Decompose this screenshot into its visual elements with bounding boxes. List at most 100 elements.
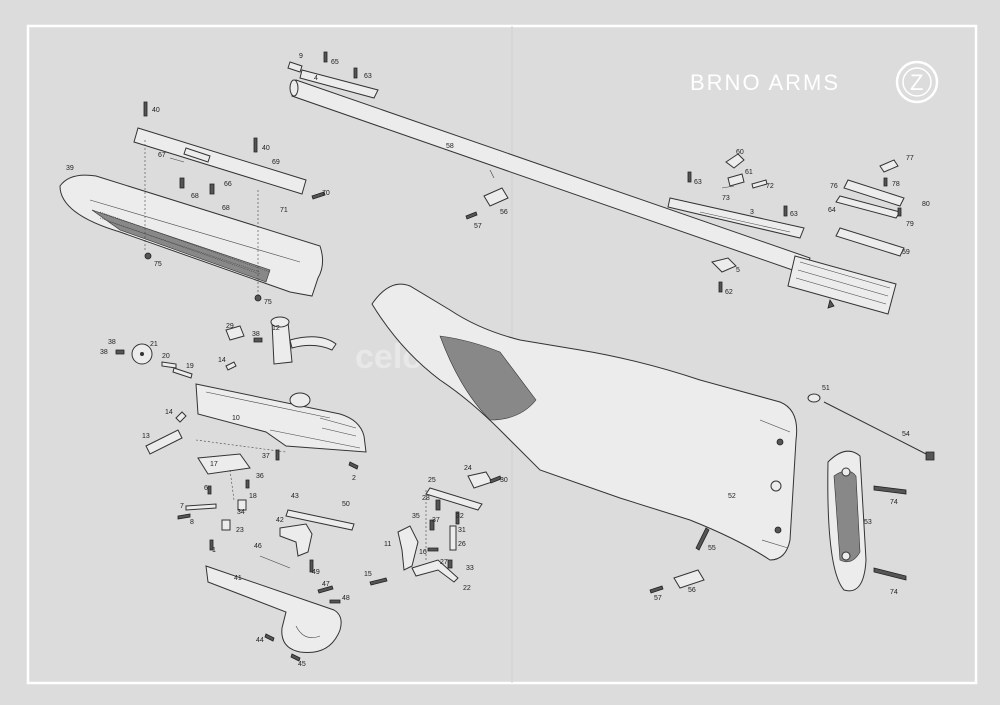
label-4: 4 [314,75,318,82]
bolt-handle [270,316,337,365]
label-7: 7 [180,503,184,510]
label-9: 9 [299,53,303,60]
label-8: 8 [190,519,194,526]
label-43: 43 [291,493,299,500]
rear-sight [721,153,768,189]
label-75a: 75 [154,261,162,268]
label-51: 51 [822,385,830,392]
label-32: 32 [456,513,464,520]
label-27: 27 [440,559,448,566]
label-12: 12 [272,325,280,332]
label-61: 61 [745,169,753,176]
label-25: 25 [428,477,436,484]
label-14b: 14 [165,409,173,416]
svg-text:Z: Z [910,70,925,95]
label-40b: 40 [262,145,270,152]
label-17: 17 [210,461,218,468]
barrel-swivel-base [711,257,737,293]
label-54: 54 [902,431,910,438]
forend [59,174,324,297]
label-40a: 40 [152,107,160,114]
label-18: 18 [249,493,257,500]
label-58: 58 [446,143,454,150]
label-46: 46 [254,543,262,550]
trigger-group-lower [259,509,355,604]
label-50: 50 [342,501,350,508]
label-19: 19 [186,363,194,370]
buttplate [827,450,907,592]
label-44: 44 [256,637,264,644]
label-74a: 74 [890,499,898,506]
label-13: 13 [142,433,150,440]
label-39: 39 [66,165,74,172]
label-11: 11 [384,541,391,548]
label-24: 24 [464,465,472,472]
label-10: 10 [232,415,240,422]
label-56a: 56 [500,209,508,216]
label-60: 60 [736,149,744,156]
label-71: 71 [280,207,288,214]
stock-swivel [649,527,710,594]
scope-mounts [835,159,905,257]
stock-bolt [807,393,935,461]
label-26: 26 [458,541,466,548]
label-70: 70 [322,190,330,197]
label-48: 48 [342,595,350,602]
label-22: 22 [463,585,471,592]
label-5: 5 [736,267,740,274]
label-6: 6 [204,485,208,492]
label-38c: 38 [252,331,260,338]
bedding-rail [133,101,326,302]
label-80: 80 [922,201,930,208]
label-34: 34 [237,509,245,516]
label-57b: 57 [654,595,662,602]
label-14a: 14 [218,357,226,364]
brand-name: BRNO ARMS [690,70,840,95]
label-1: 1 [212,547,216,554]
label-63c: 63 [790,211,798,218]
label-62: 62 [725,289,733,296]
label-72: 72 [766,183,774,190]
pins-13-14 [145,361,237,455]
label-28: 28 [422,495,430,502]
label-21: 21 [150,341,158,348]
label-67: 67 [158,152,166,159]
label-47: 47 [322,581,330,588]
brand-logo-icon: Z [895,60,939,104]
forend-swivel [465,169,509,220]
magazine-parts [177,439,287,551]
label-41: 41 [234,575,242,582]
barrel [289,79,897,315]
label-78: 78 [892,181,900,188]
label-37a: 37 [262,453,270,460]
label-68b: 68 [222,205,230,212]
label-53: 53 [864,519,872,526]
label-35: 35 [412,513,420,520]
label-3: 3 [750,209,754,216]
label-77: 77 [906,155,914,162]
misc-screws [253,337,359,470]
label-66: 66 [224,181,232,188]
label-55: 55 [708,545,716,552]
label-45: 45 [298,661,306,668]
label-15: 15 [364,571,372,578]
label-33: 33 [466,565,474,572]
label-65: 65 [331,59,339,66]
label-73: 73 [722,195,730,202]
label-42: 42 [276,517,284,524]
label-69: 69 [272,159,280,166]
label-59: 59 [902,249,910,256]
page-frame [26,24,978,685]
front-sight [287,51,379,99]
cocking-piece [115,343,193,379]
label-38b: 38 [100,349,108,356]
label-63a: 63 [364,73,372,80]
trigger-guard [205,565,342,662]
label-16: 16 [419,549,427,556]
label-49: 49 [312,569,320,576]
label-37b: 37 [432,517,440,524]
label-2: 2 [352,475,356,482]
stock [371,283,798,561]
